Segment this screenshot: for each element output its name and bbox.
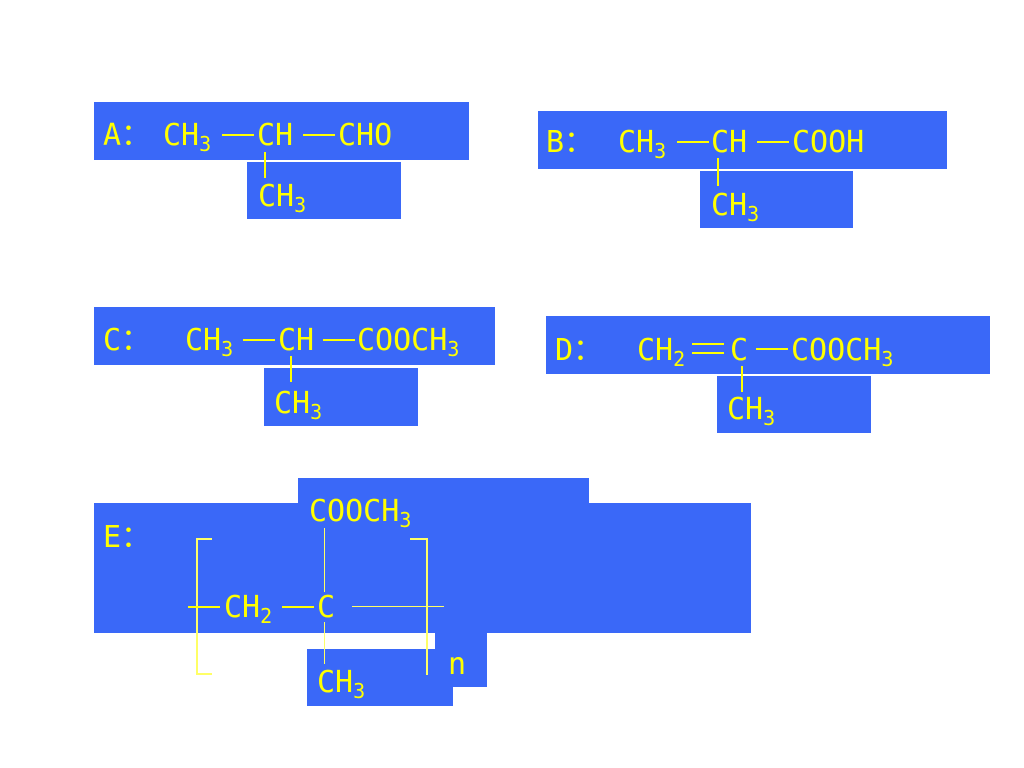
formula-e-bond-mid — [282, 606, 314, 608]
formula-d-bond-2 — [756, 348, 788, 350]
formula-c-label: C： — [103, 323, 152, 358]
formula-e-bond-up — [324, 528, 325, 592]
formula-c-branch-box — [264, 368, 418, 426]
formula-e-bottom-box — [307, 649, 453, 706]
formula-d-main-box — [546, 316, 990, 374]
formula-c-bond-2 — [323, 339, 355, 341]
formula-d-coocH3: COOCH3 — [791, 333, 894, 371]
formula-d-branch-ch3: CH3 — [727, 392, 776, 430]
formula-d-c: C — [730, 333, 749, 368]
formula-b-bond-1 — [677, 141, 709, 143]
formula-b-label: B： — [546, 125, 595, 160]
formula-a-branch-bond — [264, 152, 266, 178]
formula-a-ch3: CH3 — [163, 118, 212, 156]
formula-e-top-coocH3: COOCH3 — [309, 494, 412, 532]
formula-b-branch-ch3: CH3 — [711, 188, 760, 226]
formula-b-branch-box — [700, 171, 853, 228]
formula-a-branch-ch3: CH3 — [258, 179, 307, 217]
formula-c-bond-1 — [243, 339, 275, 341]
formula-e-bond-right — [352, 606, 444, 607]
formula-d-label: D： — [555, 333, 604, 368]
formula-e-bond-left — [188, 606, 220, 608]
formula-b-main-box — [538, 111, 947, 169]
formula-e-bottom-ch3: CH3 — [317, 665, 366, 703]
formula-a-bond-1 — [222, 134, 254, 136]
formula-b-cooh: COOH — [792, 125, 865, 160]
formula-b-ch3: CH3 — [618, 125, 667, 163]
formula-a-branch-box — [247, 162, 401, 219]
formula-e-label: E： — [103, 520, 152, 555]
formula-a-ch: CH — [257, 118, 294, 153]
formula-b-bond-2 — [757, 141, 789, 143]
formula-a-main-box — [94, 102, 469, 160]
formula-b-ch: CH — [711, 125, 748, 160]
formula-d-ch2: CH2 — [637, 333, 686, 371]
formula-e-left-bracket-bottom — [196, 673, 212, 675]
formula-c-branch-ch3: CH3 — [274, 386, 323, 424]
formula-e-left-bracket-top — [196, 538, 212, 540]
formula-c-main-box — [94, 307, 495, 365]
formula-a-cho: CHO — [338, 118, 393, 153]
formula-e-c: C — [317, 590, 336, 625]
formula-e-ch2: CH2 — [224, 590, 273, 628]
formula-c-coocH3: COOCH3 — [357, 323, 460, 361]
formula-e-right-bracket-top — [410, 538, 428, 540]
formula-d-branch-bond — [741, 366, 743, 392]
formula-e-repeat-n: n — [448, 647, 467, 682]
formula-c-ch: CH — [278, 323, 315, 358]
formula-d-double-bond-upper — [692, 343, 724, 345]
formula-a-label: A： — [103, 118, 152, 153]
formula-b-branch-bond — [717, 158, 719, 186]
formula-c-branch-bond — [290, 356, 292, 382]
formula-c-ch3: CH3 — [185, 323, 234, 361]
formula-d-double-bond-lower — [692, 352, 724, 354]
formula-a-bond-2 — [303, 134, 335, 136]
formula-e-main-box — [94, 503, 751, 633]
formula-e-top-box — [298, 478, 589, 513]
formula-e-bond-down — [324, 622, 325, 664]
